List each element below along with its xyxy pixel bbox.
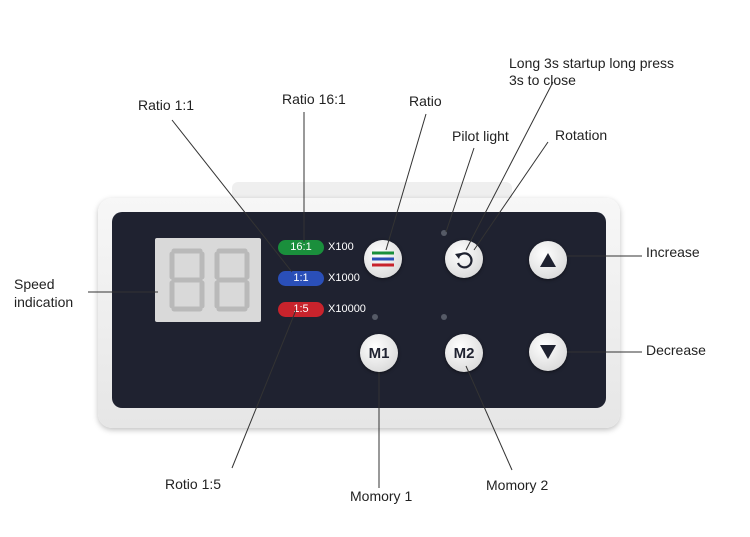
triangle-up-icon (540, 253, 556, 267)
label-ratio: Ratio (409, 93, 442, 109)
label-rotation: Rotation (555, 127, 608, 143)
decrease-button[interactable] (529, 333, 567, 371)
led-ratio-1-1: 1:1 (278, 271, 324, 286)
rotation-button[interactable] (445, 240, 483, 278)
label-decrease: Decrease (646, 342, 706, 358)
label-memory-1: Momory 1 (350, 488, 413, 504)
leader-pilot-light (445, 147, 475, 233)
label-speed-line-2: indication (14, 294, 74, 310)
memory-2-indicator (441, 314, 447, 320)
triangle-down-icon (540, 345, 556, 359)
increase-button[interactable] (529, 241, 567, 279)
led-ratio-1-5: 1:5 (278, 302, 324, 317)
led-ratio-16-1: 16:1 (278, 240, 324, 255)
multiplier-x10000: X10000 (328, 303, 366, 315)
ratio-stripes-icon (372, 251, 394, 267)
label-increase: Increase (646, 244, 700, 260)
speed-digit-1 (169, 248, 205, 312)
ratio-button[interactable] (364, 240, 402, 278)
label-ratio-1-5: Rotio 1:5 (165, 476, 222, 492)
label-speed-line-1: Speed (14, 276, 55, 292)
memory-1-button[interactable]: M1 (360, 334, 398, 372)
label-memory-2: Momory 2 (486, 477, 549, 493)
rotate-arrow-icon (455, 252, 473, 269)
leader-rotation (473, 141, 549, 251)
pilot-light (441, 230, 447, 236)
leader-ratio (385, 113, 427, 251)
leader-long-press (465, 81, 554, 251)
memory-1-indicator (372, 314, 378, 320)
leader-ratio-1-5 (231, 309, 297, 469)
memory-2-button[interactable]: M2 (445, 334, 483, 372)
label-long-press-line-2: 3s to close (509, 72, 576, 88)
speed-digit-2 (214, 248, 250, 312)
leader-ratio-1-1 (171, 119, 293, 273)
label-ratio-1-1: Ratio 1:1 (138, 97, 195, 113)
label-ratio-16-1: Ratio 16:1 (282, 91, 346, 107)
multiplier-x1000: X1000 (328, 272, 360, 284)
leader-memory-2 (465, 365, 513, 471)
label-pilot-light: Pilot light (452, 128, 509, 144)
label-long-press-line-1: Long 3s startup long press (509, 55, 674, 71)
multiplier-x100: X100 (328, 241, 354, 253)
